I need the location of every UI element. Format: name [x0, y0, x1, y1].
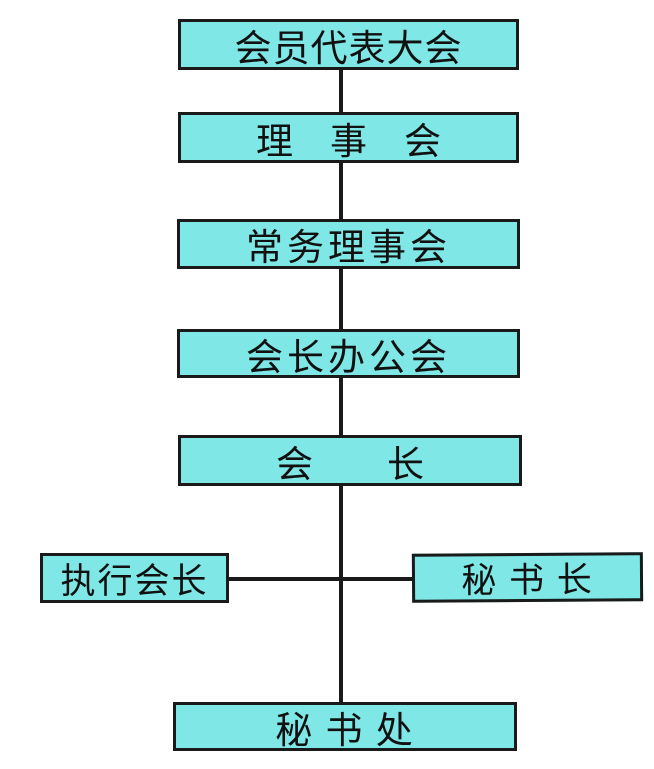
connector-spine [339, 44, 343, 714]
node-label-secretary-general: 秘 书 长 [461, 560, 594, 601]
node-member-congress: 会员代表大会 [178, 19, 519, 70]
node-president: 会 长 [178, 435, 522, 486]
node-council: 理 事 会 [178, 112, 519, 163]
node-standing-council: 常务理事会 [177, 219, 520, 269]
node-label-president: 会 长 [276, 444, 424, 486]
node-president-office: 会长办公会 [177, 329, 520, 379]
node-label-council: 理 事 会 [256, 121, 441, 163]
node-label-executive-president: 执行会长 [60, 561, 209, 601]
node-label-member-congress: 会员代表大会 [234, 28, 463, 70]
node-label-standing-council: 常务理事会 [246, 228, 451, 269]
node-executive-president: 执行会长 [40, 553, 229, 603]
node-label-president-office: 会长办公会 [246, 337, 451, 379]
connector-branch [225, 577, 415, 581]
node-secretariat: 秘 书 处 [173, 702, 517, 752]
node-label-secretariat: 秘 书 处 [275, 710, 415, 752]
node-secretary-general: 秘 书 长 [411, 552, 644, 603]
